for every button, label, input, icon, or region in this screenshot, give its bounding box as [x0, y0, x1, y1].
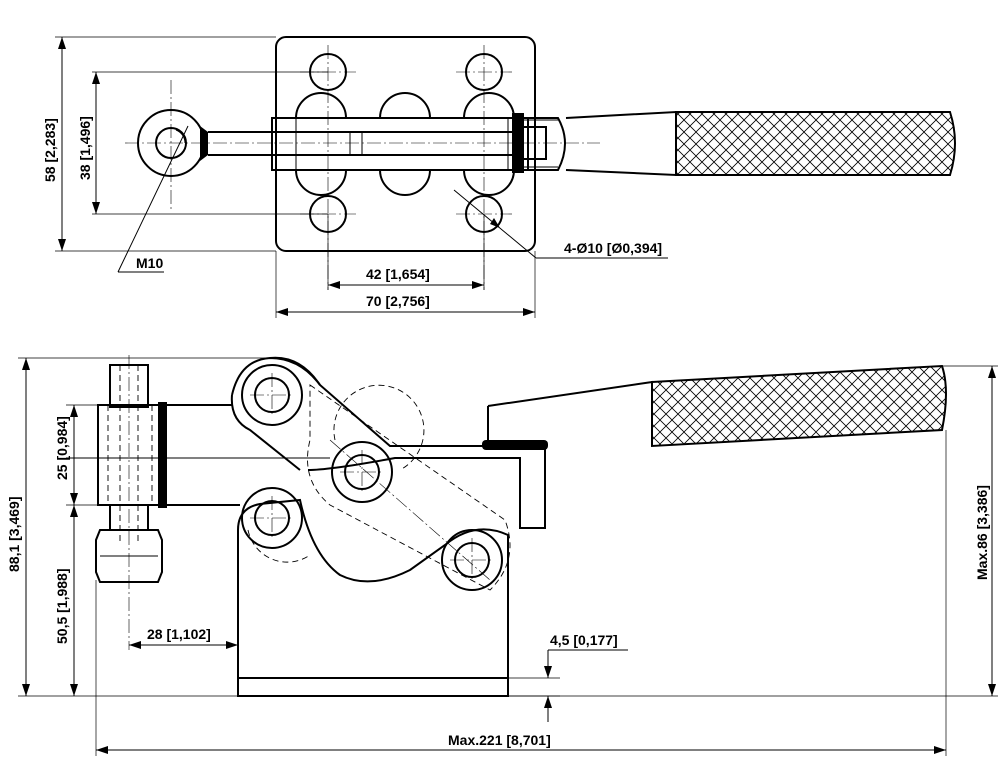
dim-spindle-height: 50,5 [1,988] — [54, 569, 70, 645]
base-plate-side — [237, 677, 509, 697]
dim-top-inner-height: 38 [1,496] — [77, 116, 93, 180]
dim-max-height: Max.86 [3,386] — [974, 485, 990, 580]
dim-base-width: 70 [2,756] — [366, 293, 430, 309]
side-view — [95, 355, 947, 697]
knurled-grip-top — [675, 111, 956, 176]
knurled-grip-side — [651, 364, 947, 448]
dim-holes: 4-Ø10 [Ø0,394] — [564, 240, 662, 256]
dim-overall-height: 88,1 [3,469] — [6, 497, 22, 573]
dim-top-height: 58 [2,283] — [42, 118, 58, 182]
top-view — [125, 36, 956, 290]
dim-spindle-reach: 28 [1,102] — [147, 626, 211, 642]
dim-base-thickness: 4,5 [0,177] — [550, 632, 618, 648]
clamp-body-side — [237, 498, 509, 678]
base-plate-top — [275, 36, 536, 252]
side-view-dimensions — [18, 357, 998, 756]
top-view-dimensions — [55, 36, 668, 318]
clamp-body-top — [271, 117, 529, 171]
dim-spindle-offset: 25 [0,984] — [54, 416, 70, 480]
dim-hole-spacing: 42 [1,654] — [366, 266, 430, 282]
dim-thread: M10 — [136, 255, 163, 271]
dim-max-length: Max.221 [8,701] — [448, 732, 551, 748]
